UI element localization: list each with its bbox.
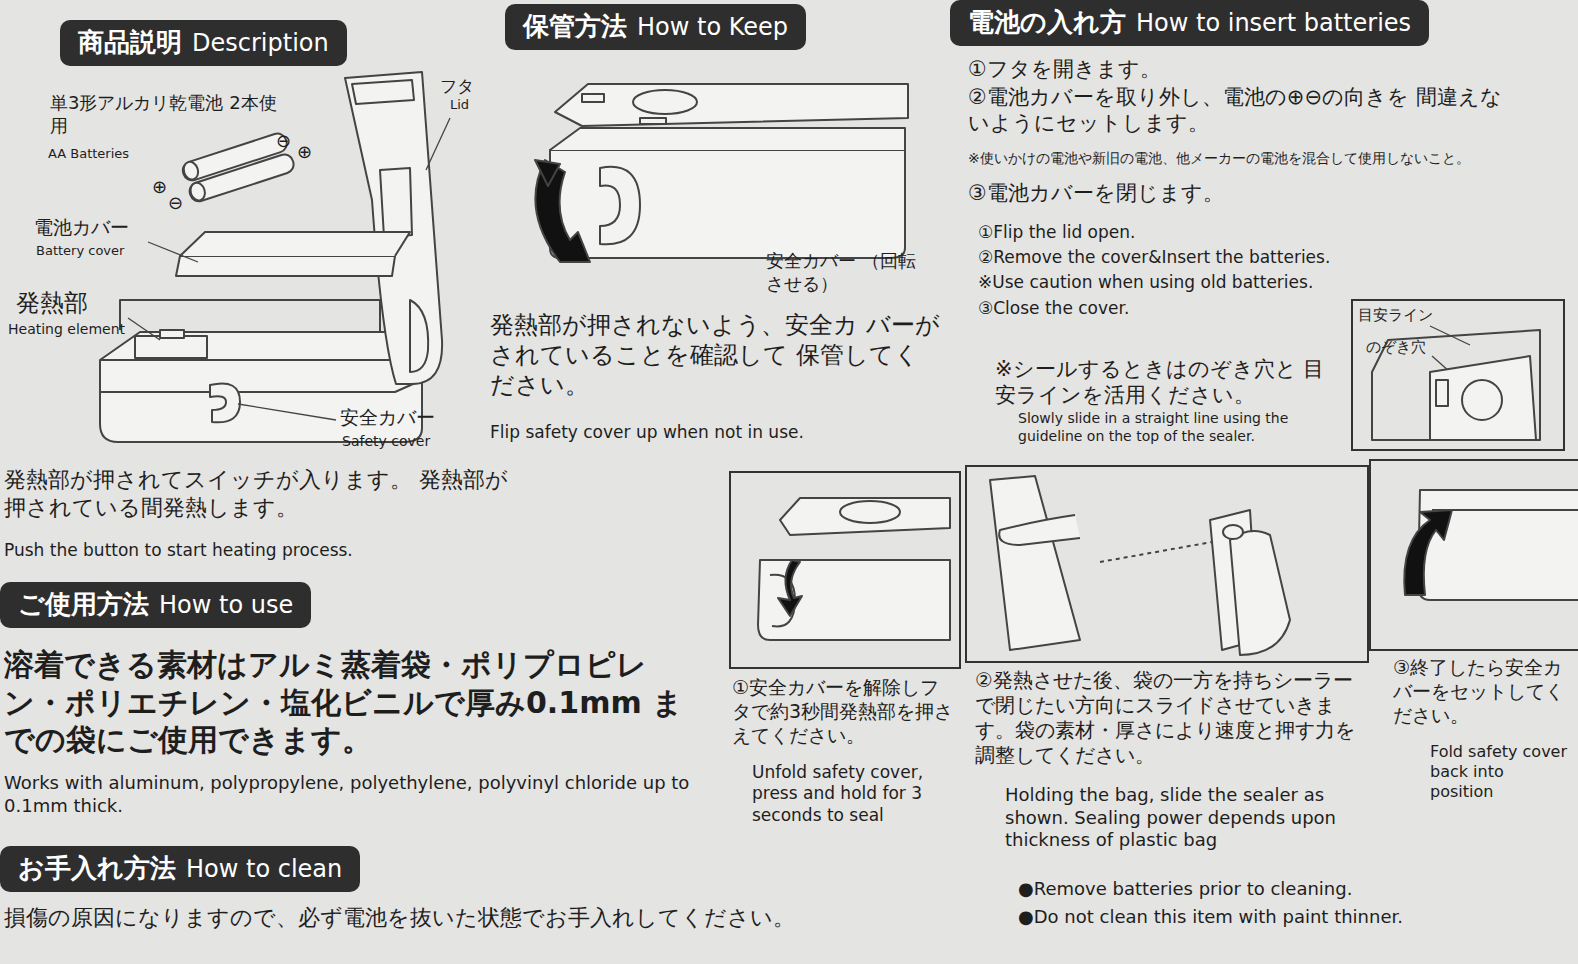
text-label: Push the button to start heating process… — [4, 540, 353, 561]
text-label: AA Batteries — [48, 146, 129, 162]
text-label: 発熱部が押されないよう、安全カ バーがされていることを確認して 保管してください… — [490, 310, 940, 400]
section-header: 保管方法 How to Keep — [505, 4, 806, 50]
header-ja: ご使用方法 — [18, 587, 149, 622]
section-header: ご使用方法 How to use — [0, 582, 311, 628]
text-label: ●Do not clean this item with paint thinn… — [1018, 906, 1403, 929]
text-label: 目安ライン — [1358, 306, 1433, 325]
text-label: Holding the bag, slide the sealer as sho… — [1005, 784, 1390, 852]
text-label: Lid — [450, 97, 469, 113]
text-label: ※Use caution when using old batteries. — [978, 272, 1313, 293]
section-header: お手入れ方法 How to clean — [0, 846, 360, 892]
sealer-open-drawing — [100, 72, 442, 442]
text-label: ※シールするときはのぞき穴と 目安ラインを活用ください。 — [995, 356, 1340, 409]
header-en: How to insert batteries — [1136, 9, 1411, 37]
text-label: ②電池カバーを取り外し、電池の⊕⊖の向きを 間違えないようにセットします。 — [968, 84, 1508, 137]
text-label: Slowly slide in a straight line using th… — [1018, 410, 1343, 445]
text-label: 単3形アルカリ乾電池 2本使用 — [50, 92, 280, 137]
text-label: フタ — [440, 76, 474, 97]
section-header: 電池の入れ方 How to insert batteries — [950, 0, 1429, 46]
text-label: ①フタを開きます。 — [968, 56, 1161, 82]
text-label: ⊖ — [276, 130, 291, 153]
text-label: Battery cover — [36, 243, 124, 259]
text-label: Flip safety cover up when not in use. — [490, 422, 804, 443]
text-label: Unfold safety cover, press and hold for … — [752, 762, 962, 826]
text-label: のぞき穴 — [1366, 338, 1426, 357]
sealer-closed-drawing — [535, 84, 908, 262]
text-label: 損傷の原因になりますので、必ず電池を抜いた状態でお手入れしてください。 — [4, 904, 804, 932]
text-label: ●Remove batteries prior to cleaning. — [1018, 878, 1352, 901]
text-label: ①安全カバーを解除しフタで約3秒間発熱部を押さえてください。 — [732, 676, 958, 747]
text-label: 安全カバー — [340, 406, 435, 430]
text-label: Heating element — [8, 321, 125, 339]
step-drawings — [758, 330, 1578, 655]
header-ja: お手入れ方法 — [18, 851, 176, 886]
header-en: Description — [192, 29, 329, 57]
text-label: ③電池カバーを閉じます。 — [968, 180, 1224, 206]
header-en: How to use — [159, 591, 293, 619]
text-label: ③Close the cover. — [978, 298, 1129, 319]
header-ja: 商品説明 — [78, 25, 182, 60]
header-en: How to Keep — [637, 13, 788, 41]
text-label: 発熱部 — [16, 288, 88, 318]
text-label: 安全カバー （回転させる） — [766, 250, 926, 295]
text-label: ⊕ — [152, 176, 167, 199]
text-label: 溶着できる素材はアルミ蒸着袋・ポリプロピレン・ポリエチレン・塩化ビニルで厚み0.… — [4, 646, 704, 759]
text-label: Safety cover — [342, 433, 430, 451]
text-label: Fold safety cover back into position — [1430, 742, 1570, 802]
text-label: ③終了したら安全カバーをセットしてください。 — [1393, 656, 1573, 727]
header-ja: 電池の入れ方 — [968, 5, 1126, 40]
text-label: 電池カバー — [34, 216, 129, 240]
text-label: ①Flip the lid open. — [978, 222, 1135, 243]
text-label: ※使いかけの電池や新旧の電池、他メーカーの電池を混合して使用しないこと。 — [968, 150, 1568, 168]
text-label: 発熱部が押されてスイッチが入ります。 発熱部が押されている間発熱します。 — [4, 466, 524, 521]
header-ja: 保管方法 — [523, 9, 627, 44]
text-label: Works with aluminum, polypropylene, poly… — [4, 772, 694, 817]
text-label: ②Remove the cover&Insert the batteries. — [978, 247, 1330, 268]
text-label: ⊕ — [297, 141, 312, 164]
header-en: How to clean — [186, 855, 342, 883]
section-header: 商品説明 Description — [60, 20, 347, 66]
text-label: ②発熱させた後、袋の一方を持ちシーラーで閉じたい方向にスライドさせていきます。袋… — [975, 668, 1370, 768]
text-label: ⊖ — [168, 192, 183, 215]
